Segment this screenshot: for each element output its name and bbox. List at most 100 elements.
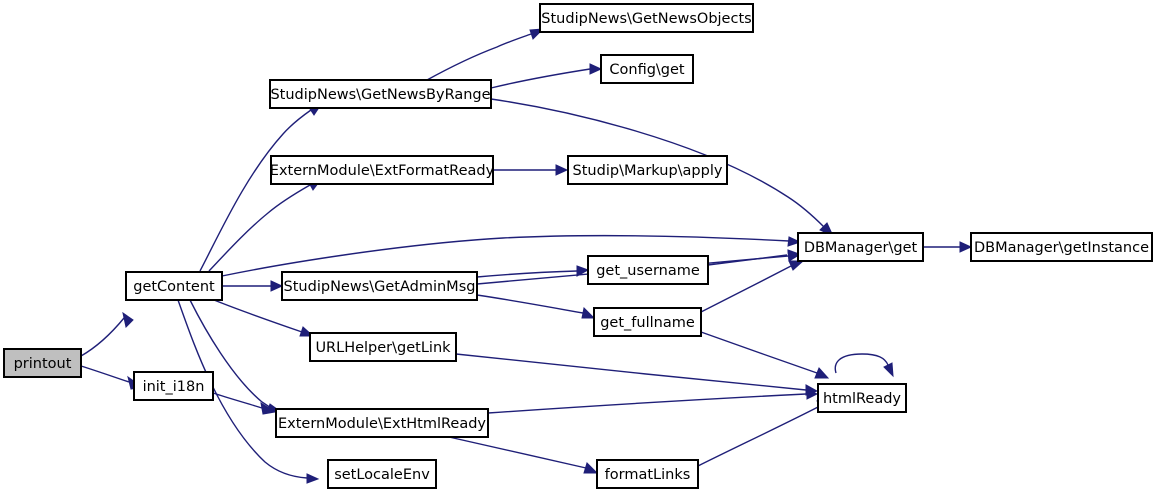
node-extFormatReady[interactable]: ExternModule\ExtFormatReady (270, 155, 495, 185)
arrowhead-icon (122, 311, 134, 329)
node-label: StudipNews\GetNewsByRange (270, 87, 490, 103)
node-box[interactable] (327, 459, 437, 489)
edge-formatLinks-to-htmlReady (697, 397, 832, 467)
node-label: htmlReady (823, 391, 901, 407)
edge-line (707, 254, 788, 266)
edge-getContent-to-getAdminMsg (222, 280, 284, 292)
edge-printout-to-init_i18n (80, 365, 144, 390)
arrowhead-icon (576, 265, 590, 277)
node-getFullname[interactable]: get_fullname (593, 307, 702, 337)
edge-getContent-to-dbManagerGet (221, 234, 802, 277)
node-setLocaleEnv[interactable]: setLocaleEnv (327, 459, 437, 489)
edge-getAdminMsg-to-getUsername (476, 265, 590, 278)
node-box[interactable] (587, 255, 709, 285)
edge-getContent-to-extFormatReady (208, 177, 324, 272)
node-label: init_i18n (143, 379, 205, 395)
node-label: formatLinks (605, 467, 691, 483)
node-box[interactable] (270, 155, 494, 185)
node-getUsername[interactable]: get_username (587, 255, 709, 285)
edge-line (834, 353, 889, 374)
arrowhead-icon (555, 164, 569, 176)
node-getNewsByRange[interactable]: StudipNews\GetNewsByRange (269, 79, 492, 109)
node-label: StudipNews\GetNewsObjects (541, 11, 751, 27)
node-label: ExternModule\ExtHtmlReady (278, 416, 486, 432)
node-markupApply[interactable]: Studip\Markup\apply (567, 155, 728, 185)
node-getAdminMsg[interactable]: StudipNews\GetAdminMsg (281, 271, 478, 301)
node-layer: printout getContent init_i18n StudipNews\Ge… (3, 3, 1153, 489)
arrowhead-icon (883, 362, 894, 378)
node-label: URLHelper\getLink (315, 340, 451, 356)
edge-getLink-to-htmlReady (455, 353, 819, 396)
arrowhead-icon (583, 462, 599, 474)
edge-line (476, 294, 584, 314)
node-getContent[interactable]: getContent (125, 271, 223, 301)
node-label: DBManager\getInstance (974, 240, 1149, 256)
node-label: ExternModule\ExtFormatReady (270, 163, 495, 179)
node-getLink[interactable]: URLHelper\getLink (309, 332, 457, 362)
edge-htmlReady-to-htmlReady (834, 353, 894, 378)
edge-getContent-to-getLink (213, 299, 315, 337)
node-label: getContent (133, 279, 215, 295)
edge-line (189, 299, 272, 409)
edge-getFullname-to-htmlReady (700, 331, 830, 379)
node-box[interactable] (3, 348, 82, 378)
node-box[interactable] (309, 332, 457, 362)
edge-line (700, 265, 792, 313)
edge-getContent-to-setLocaleEnv (177, 299, 320, 484)
edge-printout-to-getContent (80, 311, 134, 357)
node-box[interactable] (797, 232, 924, 262)
node-dbManagerGet[interactable]: DBManager\get (797, 232, 924, 262)
node-extHtmlReady[interactable]: ExternModule\ExtHtmlReady (275, 408, 489, 438)
arrowhead-icon (814, 367, 830, 379)
node-box[interactable] (539, 3, 754, 33)
node-htmlReady[interactable]: htmlReady (817, 383, 907, 413)
edge-line (177, 299, 308, 479)
arrowhead-icon (806, 388, 819, 400)
arrowhead-icon (589, 63, 603, 75)
edge-dbManagerGet-to-dbManagerInst (923, 241, 973, 253)
node-box[interactable] (269, 79, 492, 109)
node-box[interactable] (275, 408, 489, 438)
node-label: Config\get (609, 62, 685, 78)
node-label: get_username (596, 263, 700, 279)
node-box[interactable] (133, 371, 214, 401)
node-configGet[interactable]: Config\get (600, 54, 694, 84)
edge-line (213, 299, 303, 333)
edge-line (455, 353, 807, 391)
arrowhead-icon (581, 306, 596, 319)
node-formatLinks[interactable]: formatLinks (596, 459, 699, 489)
node-box[interactable] (593, 307, 702, 337)
edge-line (199, 109, 312, 272)
arrowhead-icon (788, 260, 805, 271)
edge-line (700, 331, 818, 374)
edge-line (221, 234, 790, 277)
node-getNewsObjects[interactable]: StudipNews\GetNewsObjects (539, 3, 754, 33)
node-init_i18n[interactable]: init_i18n (133, 371, 214, 401)
edge-line (80, 317, 125, 357)
node-box[interactable] (600, 54, 694, 84)
edge-line (490, 68, 591, 89)
node-box[interactable] (970, 232, 1153, 262)
arrowhead-icon (306, 473, 320, 484)
node-box[interactable] (817, 383, 907, 413)
edge-getFullname-to-dbManagerGet (700, 260, 805, 313)
edge-init_i18n-to-extHtmlReady (212, 392, 277, 415)
edge-extHtmlReady-to-formatLinks (448, 436, 599, 474)
arrowhead-icon (787, 236, 802, 247)
edge-getNewsByRange-to-configGet (490, 63, 603, 89)
edge-extFormatReady-to-markupApply (493, 164, 569, 176)
edge-getContent-to-getNewsByRange (199, 102, 324, 272)
node-box[interactable] (125, 271, 223, 301)
edge-line (208, 184, 311, 272)
node-printout[interactable]: printout (3, 348, 82, 378)
edge-line (697, 405, 821, 467)
node-dbManagerInst[interactable]: DBManager\getInstance (970, 232, 1153, 262)
arrowhead-icon (787, 249, 801, 261)
node-box[interactable] (596, 459, 699, 489)
edge-getUsername-to-dbManagerGet (707, 249, 801, 266)
node-box[interactable] (567, 155, 728, 185)
node-label: DBManager\get (804, 240, 918, 256)
node-box[interactable] (281, 271, 478, 301)
